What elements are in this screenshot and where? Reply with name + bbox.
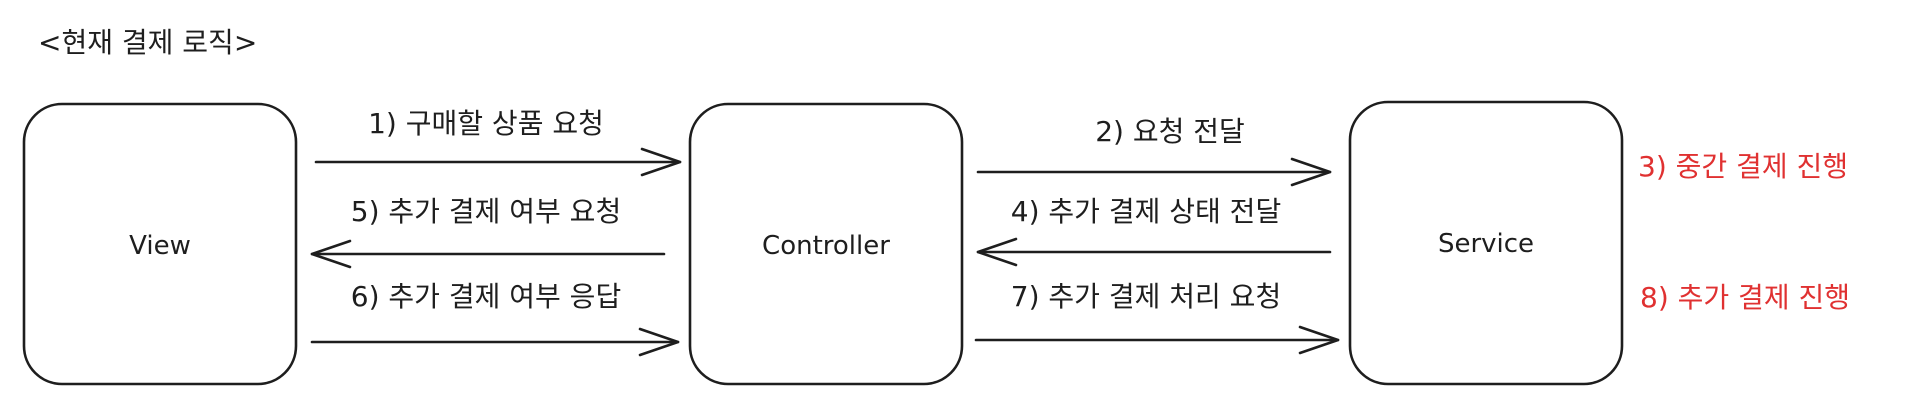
service-label: Service <box>1438 229 1534 259</box>
edge-6-label: 6) 추가 결제 여부 응답 <box>351 280 621 313</box>
edge-5-label: 5) 추가 결제 여부 요청 <box>351 195 621 228</box>
service-box <box>1348 100 1624 386</box>
node-service: Service <box>1348 100 1624 386</box>
edge-4-label: 4) 추가 결제 상태 전달 <box>1011 195 1281 228</box>
edge-4-head <box>976 237 1018 267</box>
edge-5-head <box>310 239 352 269</box>
edge-7: 7) 추가 결제 처리 요청 <box>974 280 1340 355</box>
view-label: View <box>129 231 191 261</box>
controller-label: Controller <box>762 231 890 261</box>
node-controller: Controller <box>688 102 964 386</box>
edge-1: 1) 구매할 상품 요청 <box>314 107 682 177</box>
edge-4: 4) 추가 결제 상태 전달 <box>976 195 1332 267</box>
edge-6: 6) 추가 결제 여부 응답 <box>310 280 680 357</box>
edge-1-label: 1) 구매할 상품 요청 <box>368 107 604 140</box>
controller-box <box>688 102 964 386</box>
edge-5: 5) 추가 결제 여부 요청 <box>310 195 666 269</box>
edge-2-label: 2) 요청 전달 <box>1095 115 1245 148</box>
edge-7-label: 7) 추가 결제 처리 요청 <box>1011 280 1281 313</box>
node-view: View <box>22 102 298 386</box>
edge-6-head <box>638 327 680 357</box>
view-box <box>22 102 298 386</box>
edge-7-head <box>1298 325 1340 355</box>
note-8: 8) 추가 결제 진행 <box>1640 281 1850 314</box>
edge-2: 2) 요청 전달 <box>976 115 1332 187</box>
diagram-title: <현재 결제 로직> <box>38 26 257 59</box>
edge-2-head <box>1290 157 1332 187</box>
note-3: 3) 중간 결제 진행 <box>1638 150 1848 183</box>
edge-1-head <box>640 147 682 177</box>
